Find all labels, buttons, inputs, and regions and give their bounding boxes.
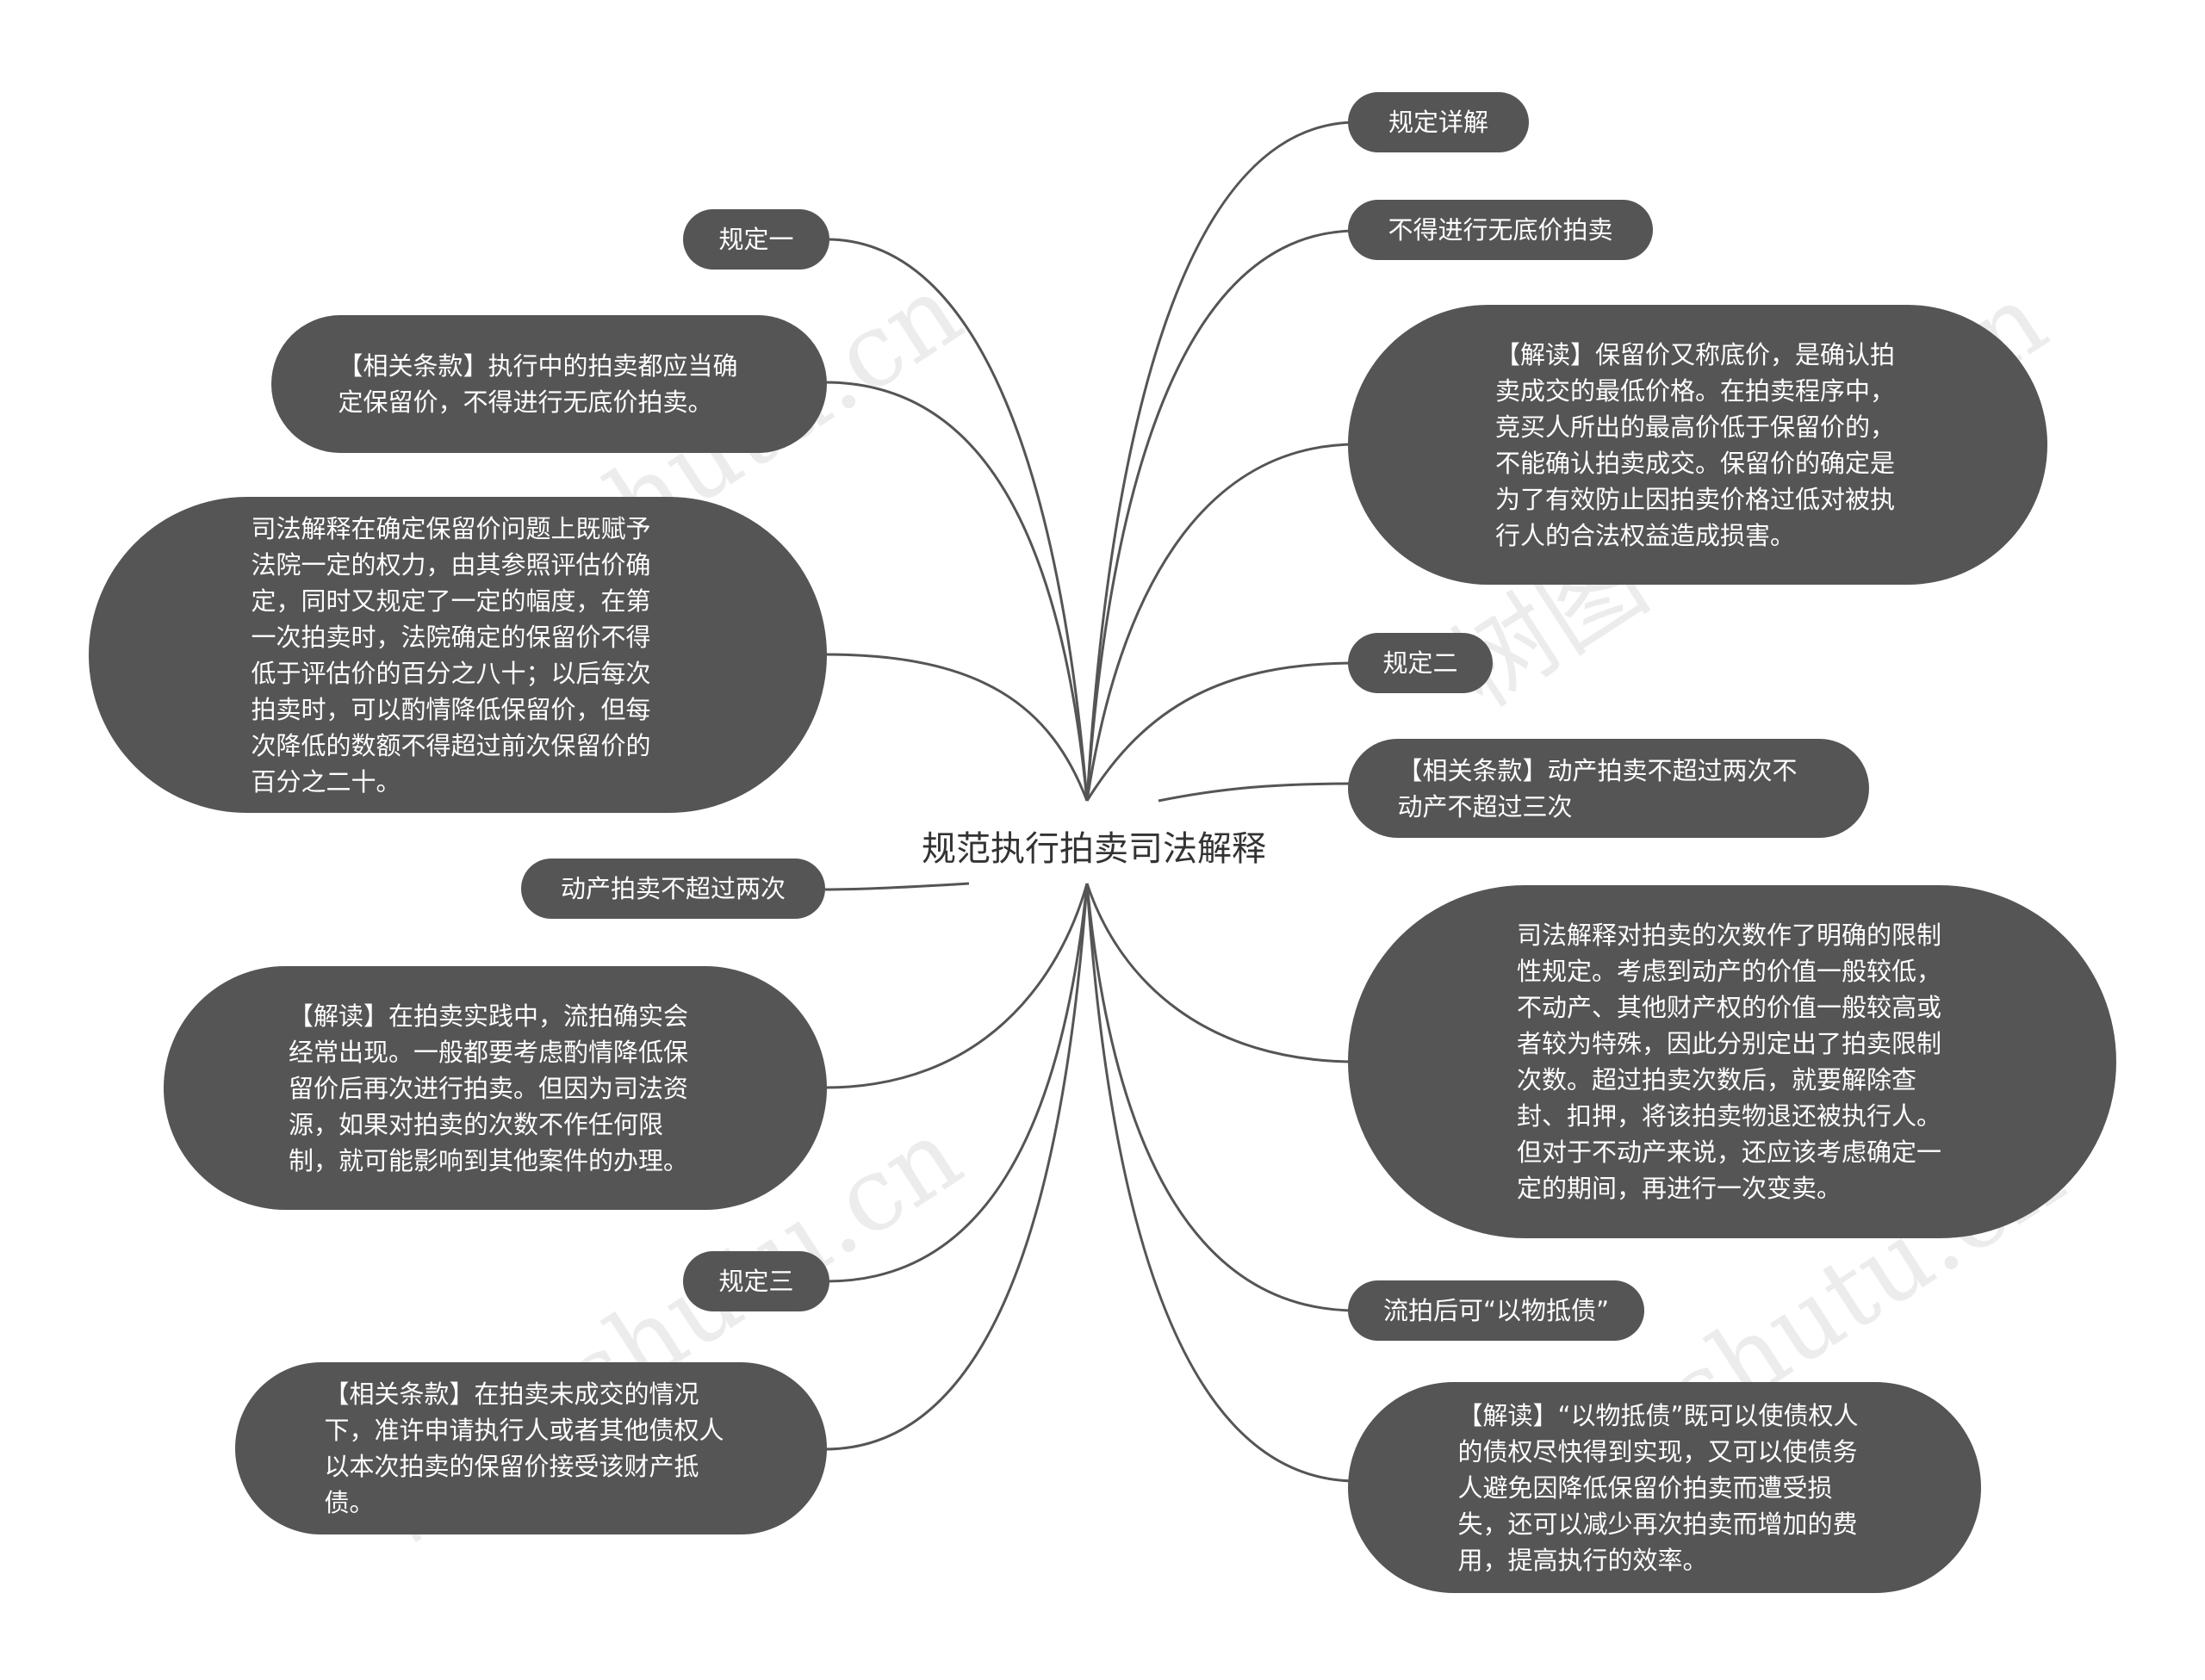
node-label: 不得进行无底价拍卖: [1388, 215, 1613, 245]
node-label: 【相关条款】执行中的拍卖都应当确定保留价，不得进行无底价拍卖。: [338, 351, 738, 417]
edge-budejinxing: [1085, 229, 1357, 802]
edge-guiding-er: [1085, 661, 1357, 802]
node-label: 【解读】“以物抵债”既可以使债权人的债权尽快得到实现，又可以使债务人避免因降低保…: [1457, 1400, 1859, 1575]
node-dongchan-liangci[interactable]: 动产拍卖不超过两次: [521, 859, 825, 919]
node-guiding-er[interactable]: 规定二: [1348, 633, 1493, 693]
node-label: 动产拍卖不超过两次: [560, 874, 786, 903]
node-label: 规定一: [718, 225, 794, 254]
node-jiedu-diza[interactable]: 【解读】“以物抵债”既可以使债权人的债权尽快得到实现，又可以使债务人避免因降低保…: [1348, 1382, 1981, 1593]
node-label: 【解读】保留价又称底价，是确认拍卖成交的最低价格。在拍卖程序中，竞买人所出的最高…: [1495, 339, 1896, 550]
node-label: 【相关条款】动产拍卖不超过两次不动产不超过三次: [1397, 755, 1798, 821]
node-tiaokuan-cishu[interactable]: 【相关条款】动产拍卖不超过两次不动产不超过三次: [1348, 739, 1869, 838]
node-label: 司法解释在确定保留价问题上既赋予法院一定的权力，由其参照评估价确定，同时又规定了…: [251, 513, 651, 797]
node-guiding-xiangjie[interactable]: 规定详解: [1348, 92, 1529, 152]
node-label: 【相关条款】在拍卖未成交的情况下，准许申请执行人或者其他债权人以本次拍卖的保留价…: [324, 1379, 724, 1517]
node-label: 【解读】在拍卖实践中，流拍确实会经常出现。一般都要考虑酌情降低保留价后再次进行拍…: [289, 1001, 689, 1175]
node-guiding-san[interactable]: 规定三: [683, 1251, 829, 1311]
edge-dongchan-liangci: [824, 882, 970, 891]
node-label: 规定详解: [1388, 108, 1488, 137]
edge-jiedu-baoliujia: [1085, 443, 1357, 802]
edge-jiedu-diza: [1085, 883, 1357, 1483]
node-jieshi-cishu[interactable]: 司法解释对拍卖的次数作了明确的限制性规定。考虑到动产的价值一般较低，不动产、其他…: [1348, 885, 2116, 1238]
node-label: 流拍后可“以物抵债”: [1382, 1296, 1610, 1325]
edge-jieshi-baoliujia: [824, 653, 1089, 802]
edge-jieshi-cishu: [1085, 883, 1357, 1063]
node-label: 司法解释对拍卖的次数作了明确的限制性规定。考虑到动产的价值一般较低，不动产、其他…: [1517, 921, 1942, 1203]
edge-guiding-san: [826, 883, 1089, 1283]
node-tiaokuan-baoliujia[interactable]: 【相关条款】执行中的拍卖都应当确定保留价，不得进行无底价拍卖。: [271, 315, 827, 453]
edge-jiedu-liupai: [824, 883, 1089, 1089]
node-jiedu-liupai[interactable]: 【解读】在拍卖实践中，流拍确实会经常出现。一般都要考虑酌情降低保留价后再次进行拍…: [164, 966, 827, 1210]
node-liupai-diza[interactable]: 流拍后可“以物抵债”: [1348, 1280, 1644, 1341]
edge-tiaokuan-baoliujia: [824, 381, 1089, 802]
node-guiding-yi[interactable]: 规定一: [683, 209, 829, 270]
node-jieshi-baoliujia[interactable]: 司法解释在确定保留价问题上既赋予法院一定的权力，由其参照评估价确定，同时又规定了…: [89, 497, 827, 813]
edge-guiding-yi: [826, 238, 1089, 802]
node-budejinxing[interactable]: 不得进行无底价拍卖: [1348, 200, 1653, 260]
node-tiaokuan-diza[interactable]: 【相关条款】在拍卖未成交的情况下，准许申请执行人或者其他债权人以本次拍卖的保留价…: [235, 1362, 827, 1534]
edge-tiaokuan-diza: [824, 883, 1089, 1451]
node-label: 规定二: [1382, 648, 1458, 678]
node-label: 规定三: [718, 1267, 794, 1296]
root-topic[interactable]: 规范执行拍卖司法解释: [922, 829, 1266, 869]
edge-liupai-diza: [1085, 883, 1357, 1312]
edge-tiaokuan-cishu: [1158, 782, 1357, 803]
edge-guiding-xiangjie: [1085, 121, 1357, 802]
node-jiedu-baoliujia[interactable]: 【解读】保留价又称底价，是确认拍卖成交的最低价格。在拍卖程序中，竞买人所出的最高…: [1348, 305, 2047, 585]
